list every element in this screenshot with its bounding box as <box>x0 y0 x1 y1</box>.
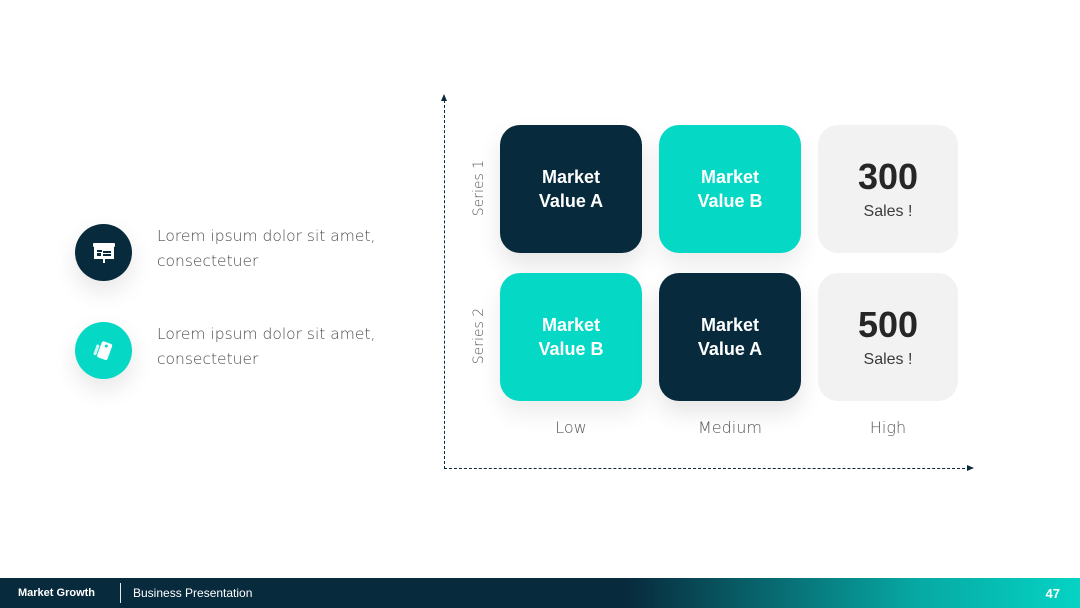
tile-label: Market Value B <box>697 167 763 211</box>
tags-icon <box>75 322 132 379</box>
bullet-text: Lorem ipsum dolor sit amet, consectetuer <box>157 227 376 270</box>
col-label-medium: Medium <box>698 418 762 437</box>
x-axis <box>444 468 970 469</box>
sales-value: 500 <box>857 304 919 345</box>
tile-series2-medium: Market Value A <box>659 273 801 401</box>
footer-subtitle: Business Presentation <box>133 586 253 600</box>
sales-value: 300 <box>857 156 919 197</box>
bullet-item-2: Lorem ipsum dolor sit amet, consectetuer <box>75 322 375 379</box>
footer-title: Market Growth <box>18 587 96 599</box>
tile-series1-high: 300 Sales ! <box>818 125 958 253</box>
tile-label: Market Value A <box>697 315 763 359</box>
bullet-text: Lorem ipsum dolor sit amet, consectetuer <box>157 325 376 368</box>
footer-bar: Market Growth Business Presentation 47 <box>0 578 1080 608</box>
bullet-item-1: Lorem ipsum dolor sit amet, consectetuer <box>75 224 375 281</box>
page-number: 47 <box>1045 585 1060 601</box>
y-axis <box>444 100 445 469</box>
x-axis-arrow <box>967 465 974 471</box>
tile-series2-high: 500 Sales ! <box>818 273 958 401</box>
presentation-board-icon <box>75 224 132 281</box>
sales-label: Sales ! <box>863 351 913 368</box>
col-label-high: High <box>869 418 907 437</box>
tile-label: Market Value A <box>538 167 604 211</box>
tile-label: Market Value B <box>538 315 604 359</box>
col-label-low: Low <box>555 418 587 437</box>
y-axis-arrow <box>441 94 447 101</box>
row-label-series-2: Series 2 <box>471 307 487 365</box>
footer-divider <box>120 583 121 603</box>
tile-series1-medium: Market Value B <box>659 125 801 253</box>
tile-series2-low: Market Value B <box>500 273 642 401</box>
sales-label: Sales ! <box>863 203 913 220</box>
tile-series1-low: Market Value A <box>500 125 642 253</box>
row-label-series-1: Series 1 <box>471 159 487 217</box>
